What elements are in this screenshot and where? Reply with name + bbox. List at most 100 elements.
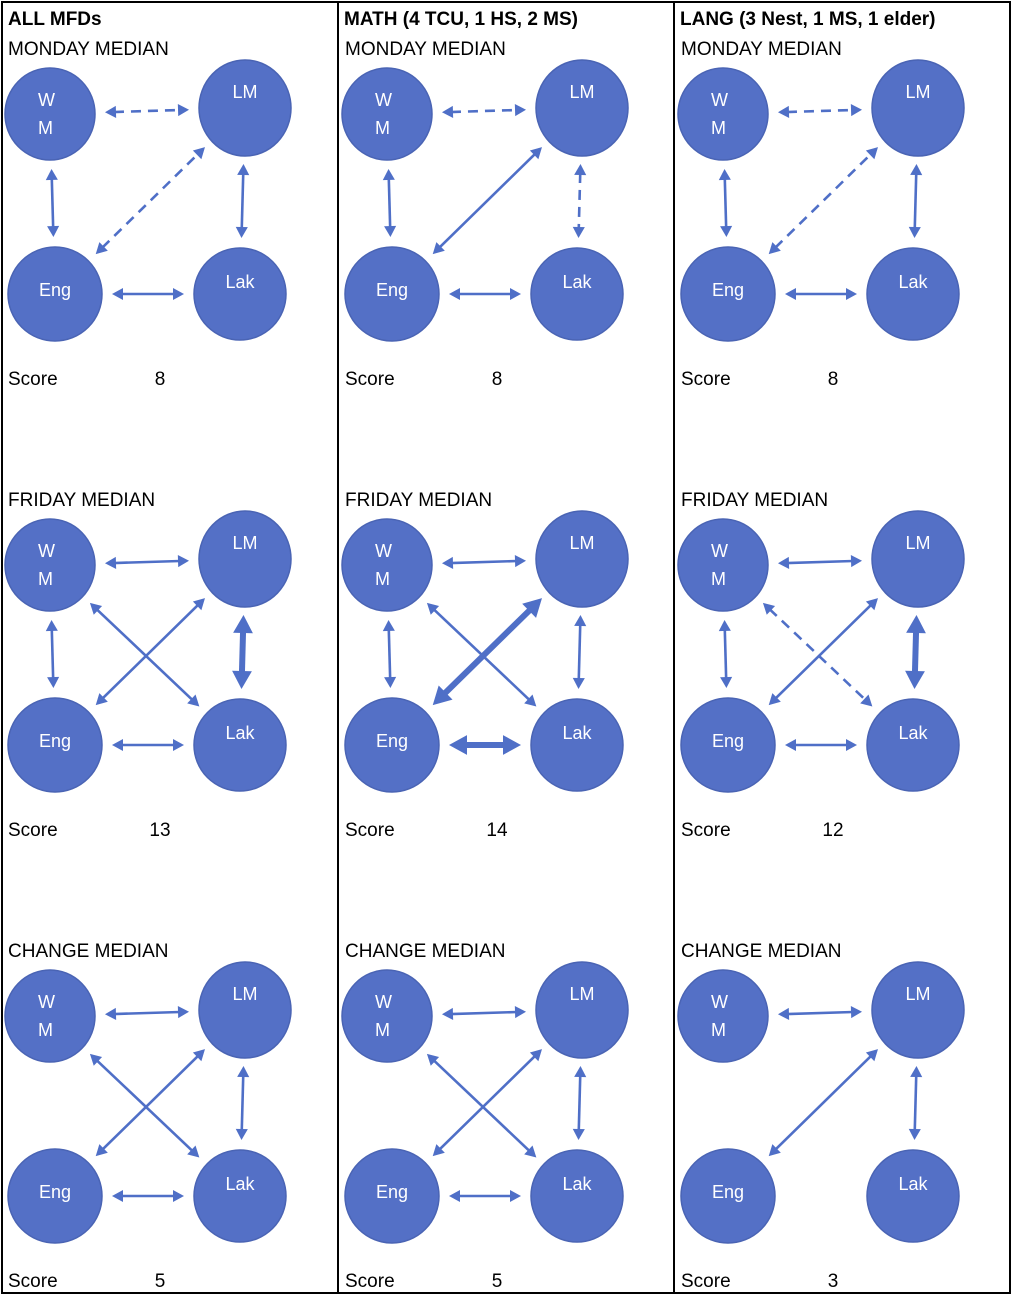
- node-eng-circle: [680, 1148, 776, 1244]
- node-lm-label: LM: [569, 984, 594, 1004]
- arrowhead: [529, 1049, 542, 1062]
- arrowhead: [192, 598, 205, 611]
- node-lak: Lak: [866, 1149, 960, 1243]
- node-lm: LM: [198, 59, 292, 157]
- edge-eng-lm: [432, 598, 542, 706]
- node-eng-circle: [7, 1148, 103, 1244]
- node-eng: Eng: [7, 697, 103, 793]
- node-wm: WM: [4, 67, 96, 161]
- arrowhead: [777, 556, 790, 570]
- score-label: Score: [345, 820, 395, 841]
- panel-title: MONDAY MEDIAN: [681, 39, 842, 60]
- column-title-lang: LANG (3 Nest, 1 MS, 1 elder): [680, 9, 936, 30]
- edge-line-dashed: [768, 608, 867, 702]
- node-eng: Eng: [680, 697, 776, 793]
- edge-wm-lak: [762, 602, 873, 707]
- score-label: Score: [8, 820, 58, 841]
- edge-line-solid: [240, 1074, 245, 1132]
- node-lak-label: Lak: [225, 723, 255, 743]
- edge-lm-lak: [235, 1065, 250, 1141]
- arrowhead: [768, 1144, 781, 1157]
- edge-line-solid: [101, 1054, 200, 1151]
- arrowhead: [850, 104, 863, 117]
- panel-edges: [426, 1006, 587, 1203]
- edge-wm-eng: [382, 168, 397, 238]
- node-eng: Eng: [7, 1148, 103, 1244]
- arrowhead: [529, 147, 542, 160]
- edge-lm-lak: [908, 1065, 923, 1141]
- arrowhead: [112, 1189, 123, 1203]
- edge-line-solid: [442, 607, 533, 697]
- panel-title: MONDAY MEDIAN: [345, 39, 506, 60]
- arrowhead: [768, 242, 781, 255]
- node-lak: Lak: [866, 247, 960, 341]
- score-value: 13: [149, 820, 170, 841]
- score-label: Score: [681, 369, 731, 390]
- arrowhead: [510, 1189, 521, 1203]
- arrowhead: [785, 287, 796, 301]
- node-eng-circle: [344, 697, 440, 793]
- panel-edges: [89, 1006, 250, 1203]
- edge-lm-lak: [232, 614, 253, 690]
- node-wm-label-line2: M: [711, 1020, 726, 1040]
- score-value: 14: [486, 820, 508, 841]
- panel-edges: [382, 555, 587, 755]
- column-titles: ALL MFDs MATH (4 TCU, 1 HS, 2 MS) LANG (…: [8, 9, 936, 30]
- arrowhead: [574, 1065, 587, 1078]
- arrowhead: [173, 738, 184, 752]
- arrowhead: [95, 242, 108, 255]
- arrowhead: [572, 1128, 585, 1141]
- arrowhead: [441, 556, 454, 570]
- arrowhead: [89, 1053, 103, 1066]
- arrowhead: [910, 163, 923, 176]
- arrowhead: [112, 287, 123, 301]
- edge-line-solid: [774, 1054, 873, 1151]
- score-value: 8: [155, 369, 166, 390]
- node-wm: WM: [341, 969, 433, 1063]
- edge-wm-lm: [441, 555, 527, 570]
- edge-lm-lak: [572, 163, 587, 239]
- node-lm-label: LM: [232, 984, 257, 1004]
- node-lm-label: LM: [232, 533, 257, 553]
- arrowhead: [908, 1128, 921, 1141]
- edge-line-solid: [432, 1059, 531, 1153]
- panel-title: CHANGE MEDIAN: [681, 941, 841, 962]
- edge-eng-lak: [449, 735, 521, 755]
- node-eng: Eng: [344, 1148, 440, 1244]
- arrowhead: [510, 287, 521, 301]
- arrowhead: [233, 614, 253, 634]
- arrowhead: [237, 163, 250, 176]
- arrowhead: [865, 147, 878, 160]
- node-eng-label: Eng: [712, 280, 744, 300]
- arrowhead: [441, 105, 454, 119]
- node-wm-label-line2: M: [38, 569, 53, 589]
- edge-eng-lm: [768, 1049, 878, 1157]
- arrowhead: [441, 1007, 454, 1021]
- edge-line-dashed: [101, 152, 200, 249]
- edge-line-solid: [450, 559, 518, 565]
- node-wm-label-line1: W: [711, 541, 728, 561]
- arrowhead: [187, 1145, 200, 1158]
- node-lm: LM: [871, 961, 965, 1059]
- arrowhead: [382, 619, 395, 632]
- node-lak-label: Lak: [562, 272, 592, 292]
- node-lm-circle: [535, 59, 629, 157]
- edge-wm-lm: [104, 555, 190, 570]
- node-lm-label: LM: [905, 984, 930, 1004]
- panel-title: MONDAY MEDIAN: [8, 39, 169, 60]
- node-lm-label: LM: [569, 533, 594, 553]
- node-lm-circle: [871, 510, 965, 608]
- arrowhead: [720, 676, 733, 689]
- edge-line-solid: [913, 172, 918, 230]
- node-wm-circle: [341, 67, 433, 161]
- edge-line-dashed: [774, 152, 873, 249]
- arrowhead: [910, 1065, 923, 1078]
- score-value: 8: [828, 369, 839, 390]
- edge-line-solid: [723, 177, 728, 229]
